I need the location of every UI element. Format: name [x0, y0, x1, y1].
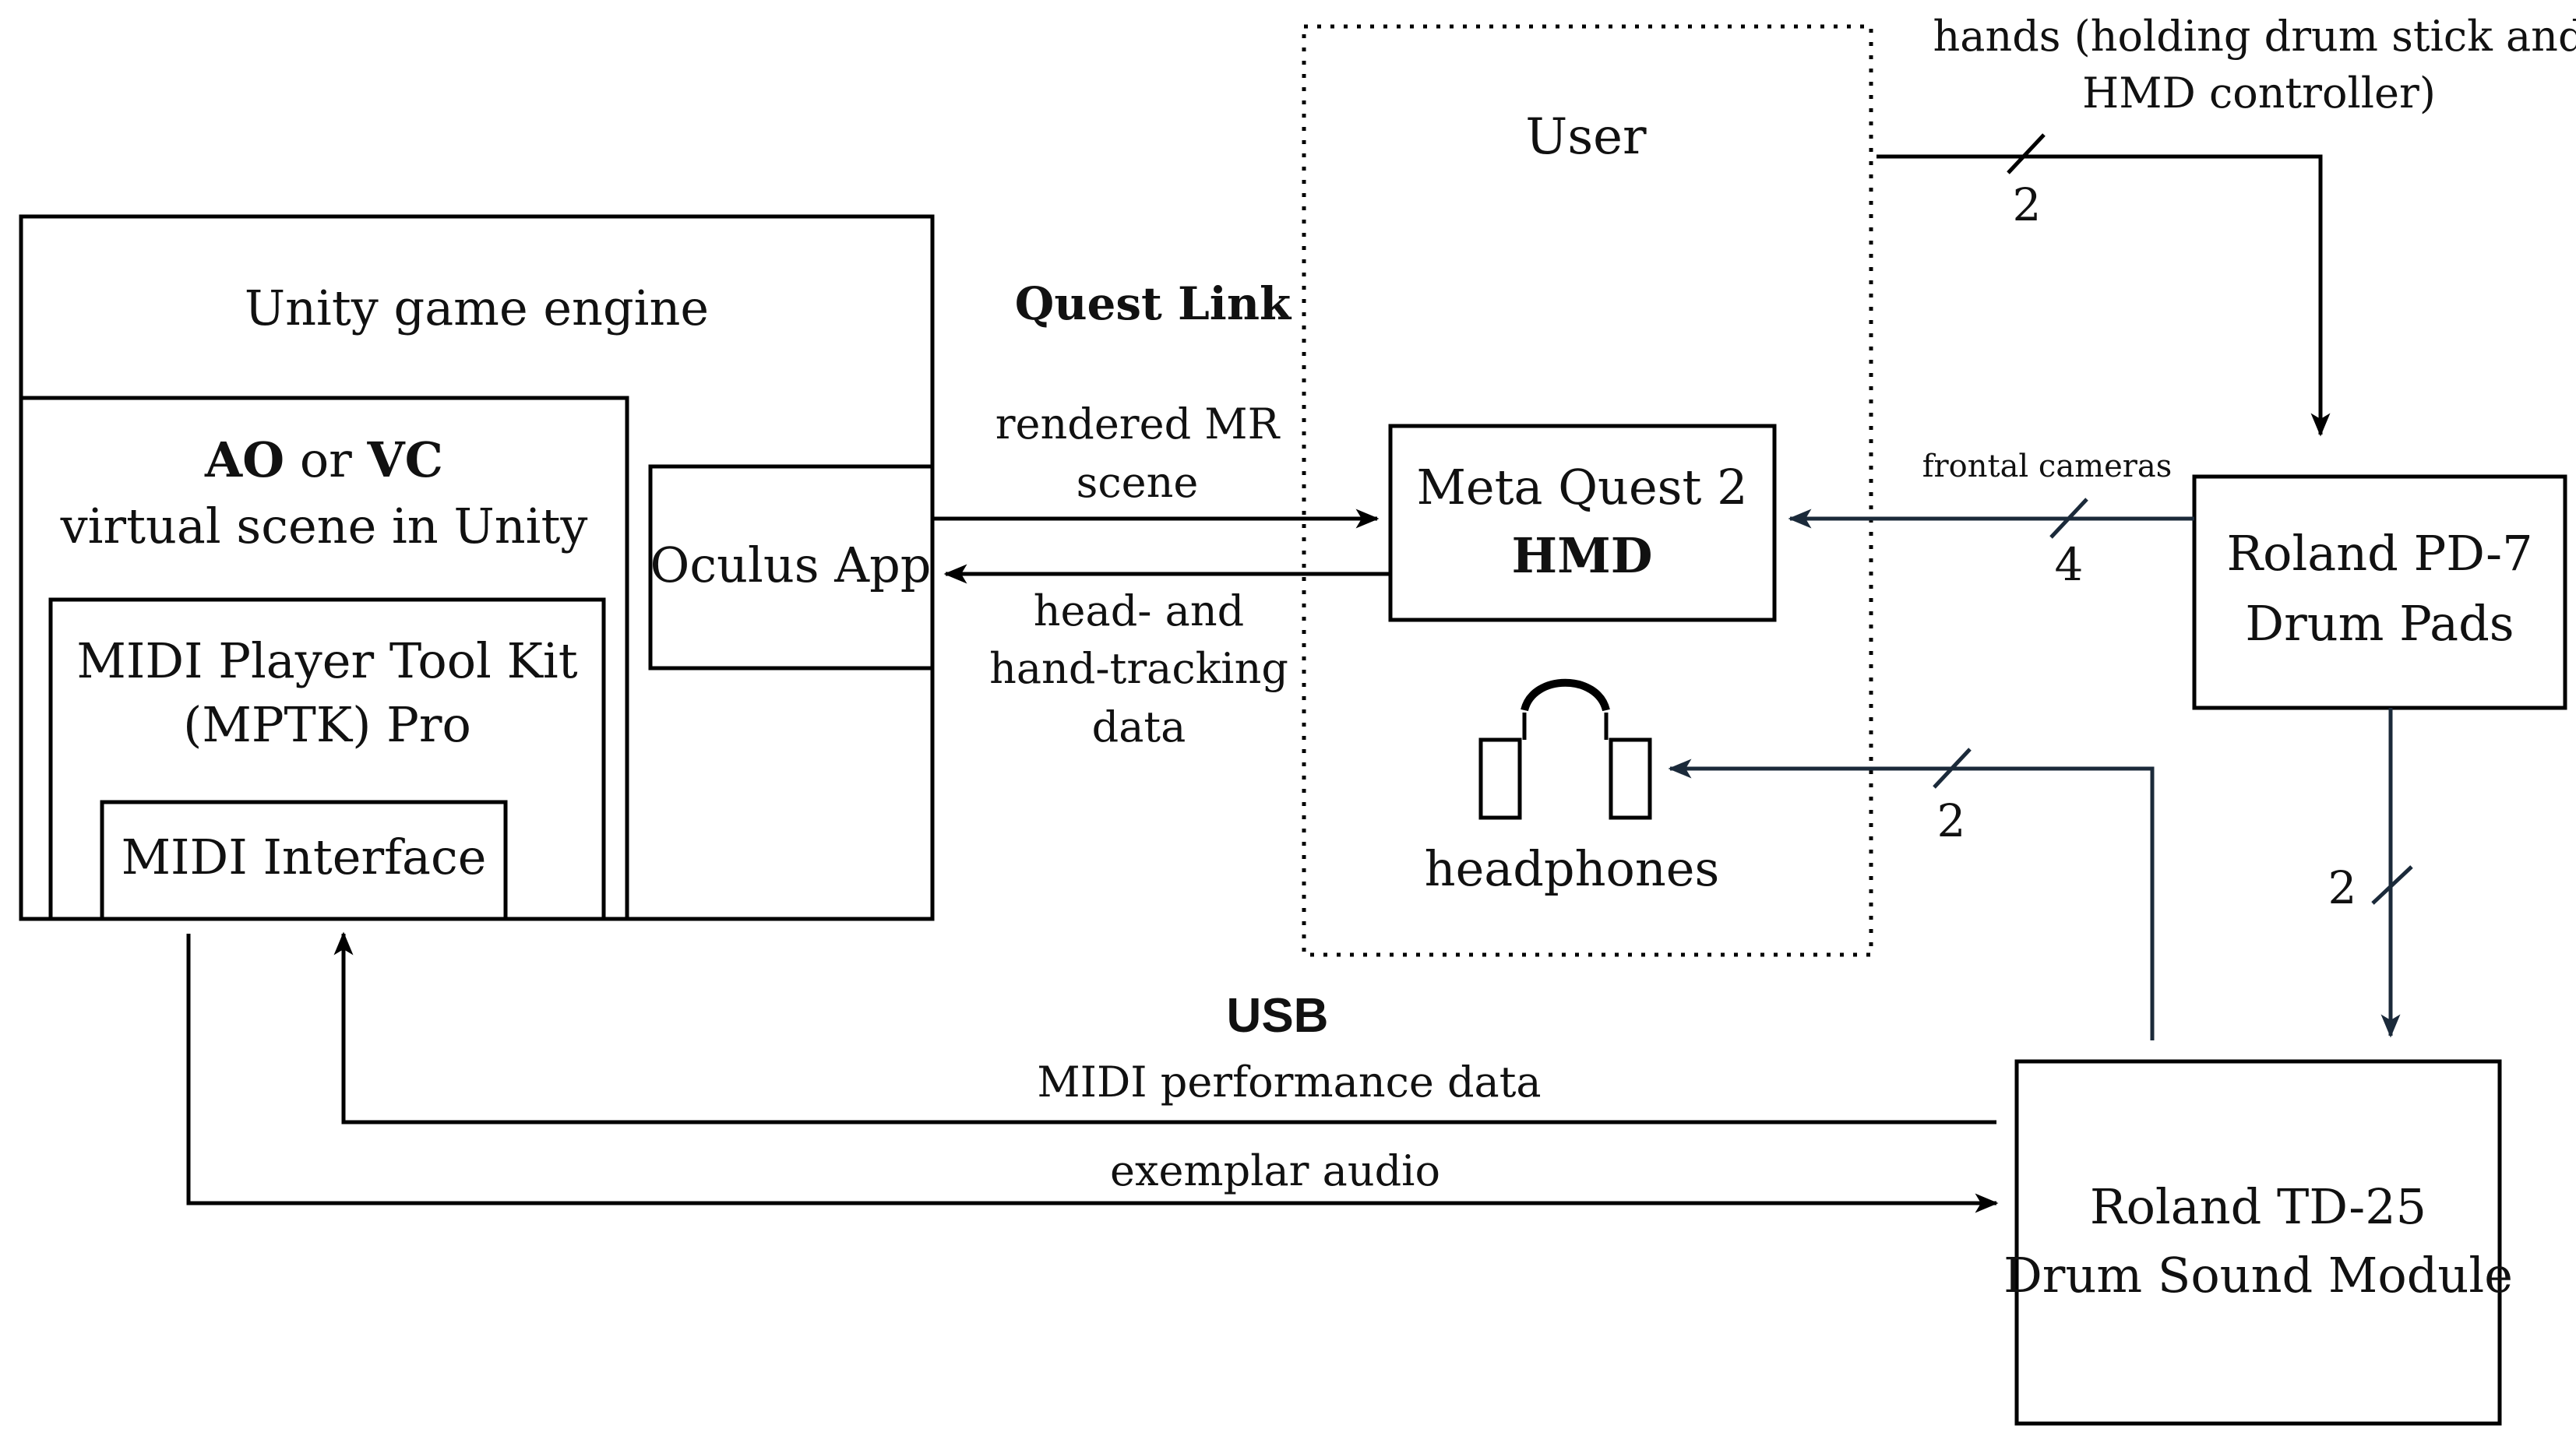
mptk-box: MIDI Player Tool Kit (MPTK) Pro	[48, 597, 606, 921]
user-label: User	[1525, 108, 1647, 166]
exemplar-audio-arrow	[186, 934, 1999, 1213]
hands-label-line1: hands (holding drum stick and	[1933, 12, 2576, 61]
midi-interface-label: MIDI Interface	[122, 829, 487, 885]
hands-label-line2: HMD controller)	[2082, 69, 2436, 118]
roland-td25-label-line1: Roland TD-25	[2090, 1178, 2426, 1235]
midi-performance-arrow	[333, 931, 1996, 1124]
frontal-cameras-label: frontal cameras	[1922, 449, 2173, 484]
hands-arrow	[1876, 154, 2331, 437]
roland-td25-box: Roland TD-25 Drum Sound Module	[2003, 1059, 2513, 1426]
frontal-cameras-multiplicity: 4	[2055, 538, 2084, 591]
virtual-scene-subtitle: virtual scene in Unity	[60, 498, 588, 554]
headphones-label: headphones	[1425, 840, 1720, 897]
pads-to-module-slash	[2371, 865, 2413, 905]
midi-performance-label: MIDI performance data	[1037, 1058, 1541, 1107]
tracking-label-line3: data	[1092, 702, 1186, 751]
tracking-label-line1: head- and	[1034, 586, 1244, 635]
hands-arrow-slash	[2007, 133, 2046, 174]
pads-to-module-multiplicity: 2	[2328, 861, 2357, 914]
rendered-mr-label-line2: scene	[1077, 458, 1199, 507]
roland-pd7-label-line1: Roland PD-7	[2226, 525, 2532, 582]
usb-label: USB	[1227, 989, 1329, 1043]
hands-multiplicity: 2	[2013, 178, 2042, 231]
quest-link-label: Quest Link	[1015, 277, 1292, 330]
meta-quest-label-line2: HMD	[1512, 527, 1653, 584]
oculus-app-label: Oculus App	[650, 537, 932, 593]
rendered-mr-label-line1: rendered MR	[996, 399, 1281, 449]
headphones-icon	[1478, 678, 1652, 820]
module-to-headphones-multiplicity: 2	[1937, 794, 1966, 847]
midi-interface-box: MIDI Interface	[100, 800, 508, 921]
meta-quest-box: Meta Quest 2 HMD	[1388, 424, 1777, 622]
module-to-headphones-slash	[1933, 748, 1972, 789]
exemplar-audio-label: exemplar audio	[1110, 1146, 1440, 1195]
unity-engine-title: Unity game engine	[245, 280, 709, 336]
virtual-scene-title: AO or VC	[204, 431, 443, 488]
user-boundary: User	[1302, 24, 1873, 957]
mptk-title-line1: MIDI Player Tool Kit	[76, 632, 577, 689]
roland-pd7-box: Roland PD-7 Drum Pads	[2192, 474, 2567, 710]
oculus-app-box: Oculus App	[648, 464, 935, 670]
roland-td25-label-line2: Drum Sound Module	[2003, 1247, 2513, 1304]
mptk-title-line2: (MPTK) Pro	[183, 696, 471, 753]
roland-pd7-label-line2: Drum Pads	[2245, 595, 2514, 652]
meta-quest-label-line1: Meta Quest 2	[1416, 459, 1747, 516]
tracking-label-line2: hand-tracking	[989, 644, 1288, 693]
module-to-headphones-arrow	[1668, 758, 2155, 1040]
frontal-cameras-slash	[2049, 498, 2088, 539]
